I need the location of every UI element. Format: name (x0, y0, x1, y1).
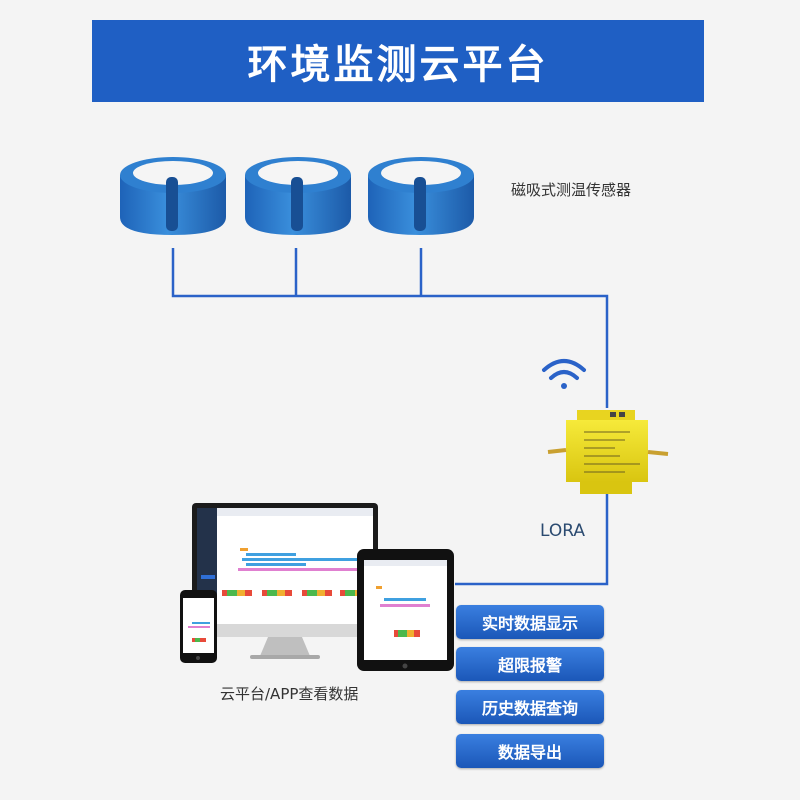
sensor-device (120, 157, 226, 235)
sensor-device (368, 157, 474, 235)
title-banner: 环境监测云平台 (92, 20, 704, 102)
feature-realtime-display: 实时数据显示 (456, 605, 604, 639)
feature-history-query: 历史数据查询 (456, 690, 604, 724)
gateway-device (547, 410, 669, 494)
wifi-icon (542, 359, 586, 389)
gateway-label: LORA (540, 521, 585, 541)
sensor-label: 磁吸式测温传感器 (511, 181, 632, 199)
feature-data-export: 数据导出 (456, 734, 604, 768)
phone-device (180, 590, 217, 663)
platform-caption: 云平台/APP查看数据 (220, 685, 359, 703)
tablet-device (357, 549, 454, 671)
monitor-device (192, 503, 378, 659)
feature-overlimit-alarm: 超限报警 (456, 647, 604, 681)
connection-lines (171, 248, 609, 586)
page-title: 环境监测云平台 (247, 42, 549, 88)
sensor-device (245, 157, 351, 235)
